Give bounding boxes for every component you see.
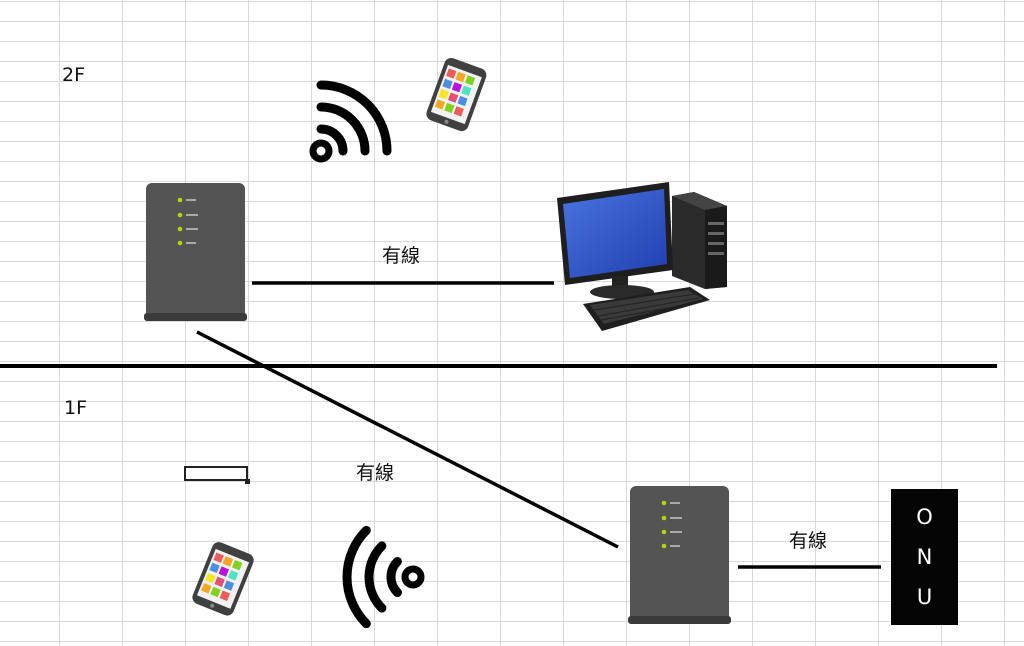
wired-link-between-floors — [196, 330, 619, 549]
floor-label-2f: 2F — [62, 64, 86, 86]
smartphone-icon — [190, 540, 256, 618]
onu-letter: O — [916, 504, 933, 529]
desktop-computer-icon — [557, 182, 727, 331]
smartphone-icon — [424, 56, 489, 134]
router-icon — [628, 486, 731, 624]
wifi-signal-icon — [313, 85, 387, 159]
wifi-signal-icon — [320, 525, 425, 630]
wired-label-onu: 有線 — [789, 530, 828, 552]
onu-device: O N U — [891, 489, 958, 625]
selected-cell[interactable] — [184, 466, 248, 481]
fill-handle[interactable] — [245, 479, 250, 484]
router-icon — [144, 183, 247, 321]
onu-letter: N — [916, 544, 933, 569]
wired-label-2f: 有線 — [382, 245, 421, 267]
wired-label-between-floors: 有線 — [356, 462, 395, 484]
onu-letter: U — [916, 584, 933, 609]
floor-label-1f: 1F — [64, 397, 88, 419]
